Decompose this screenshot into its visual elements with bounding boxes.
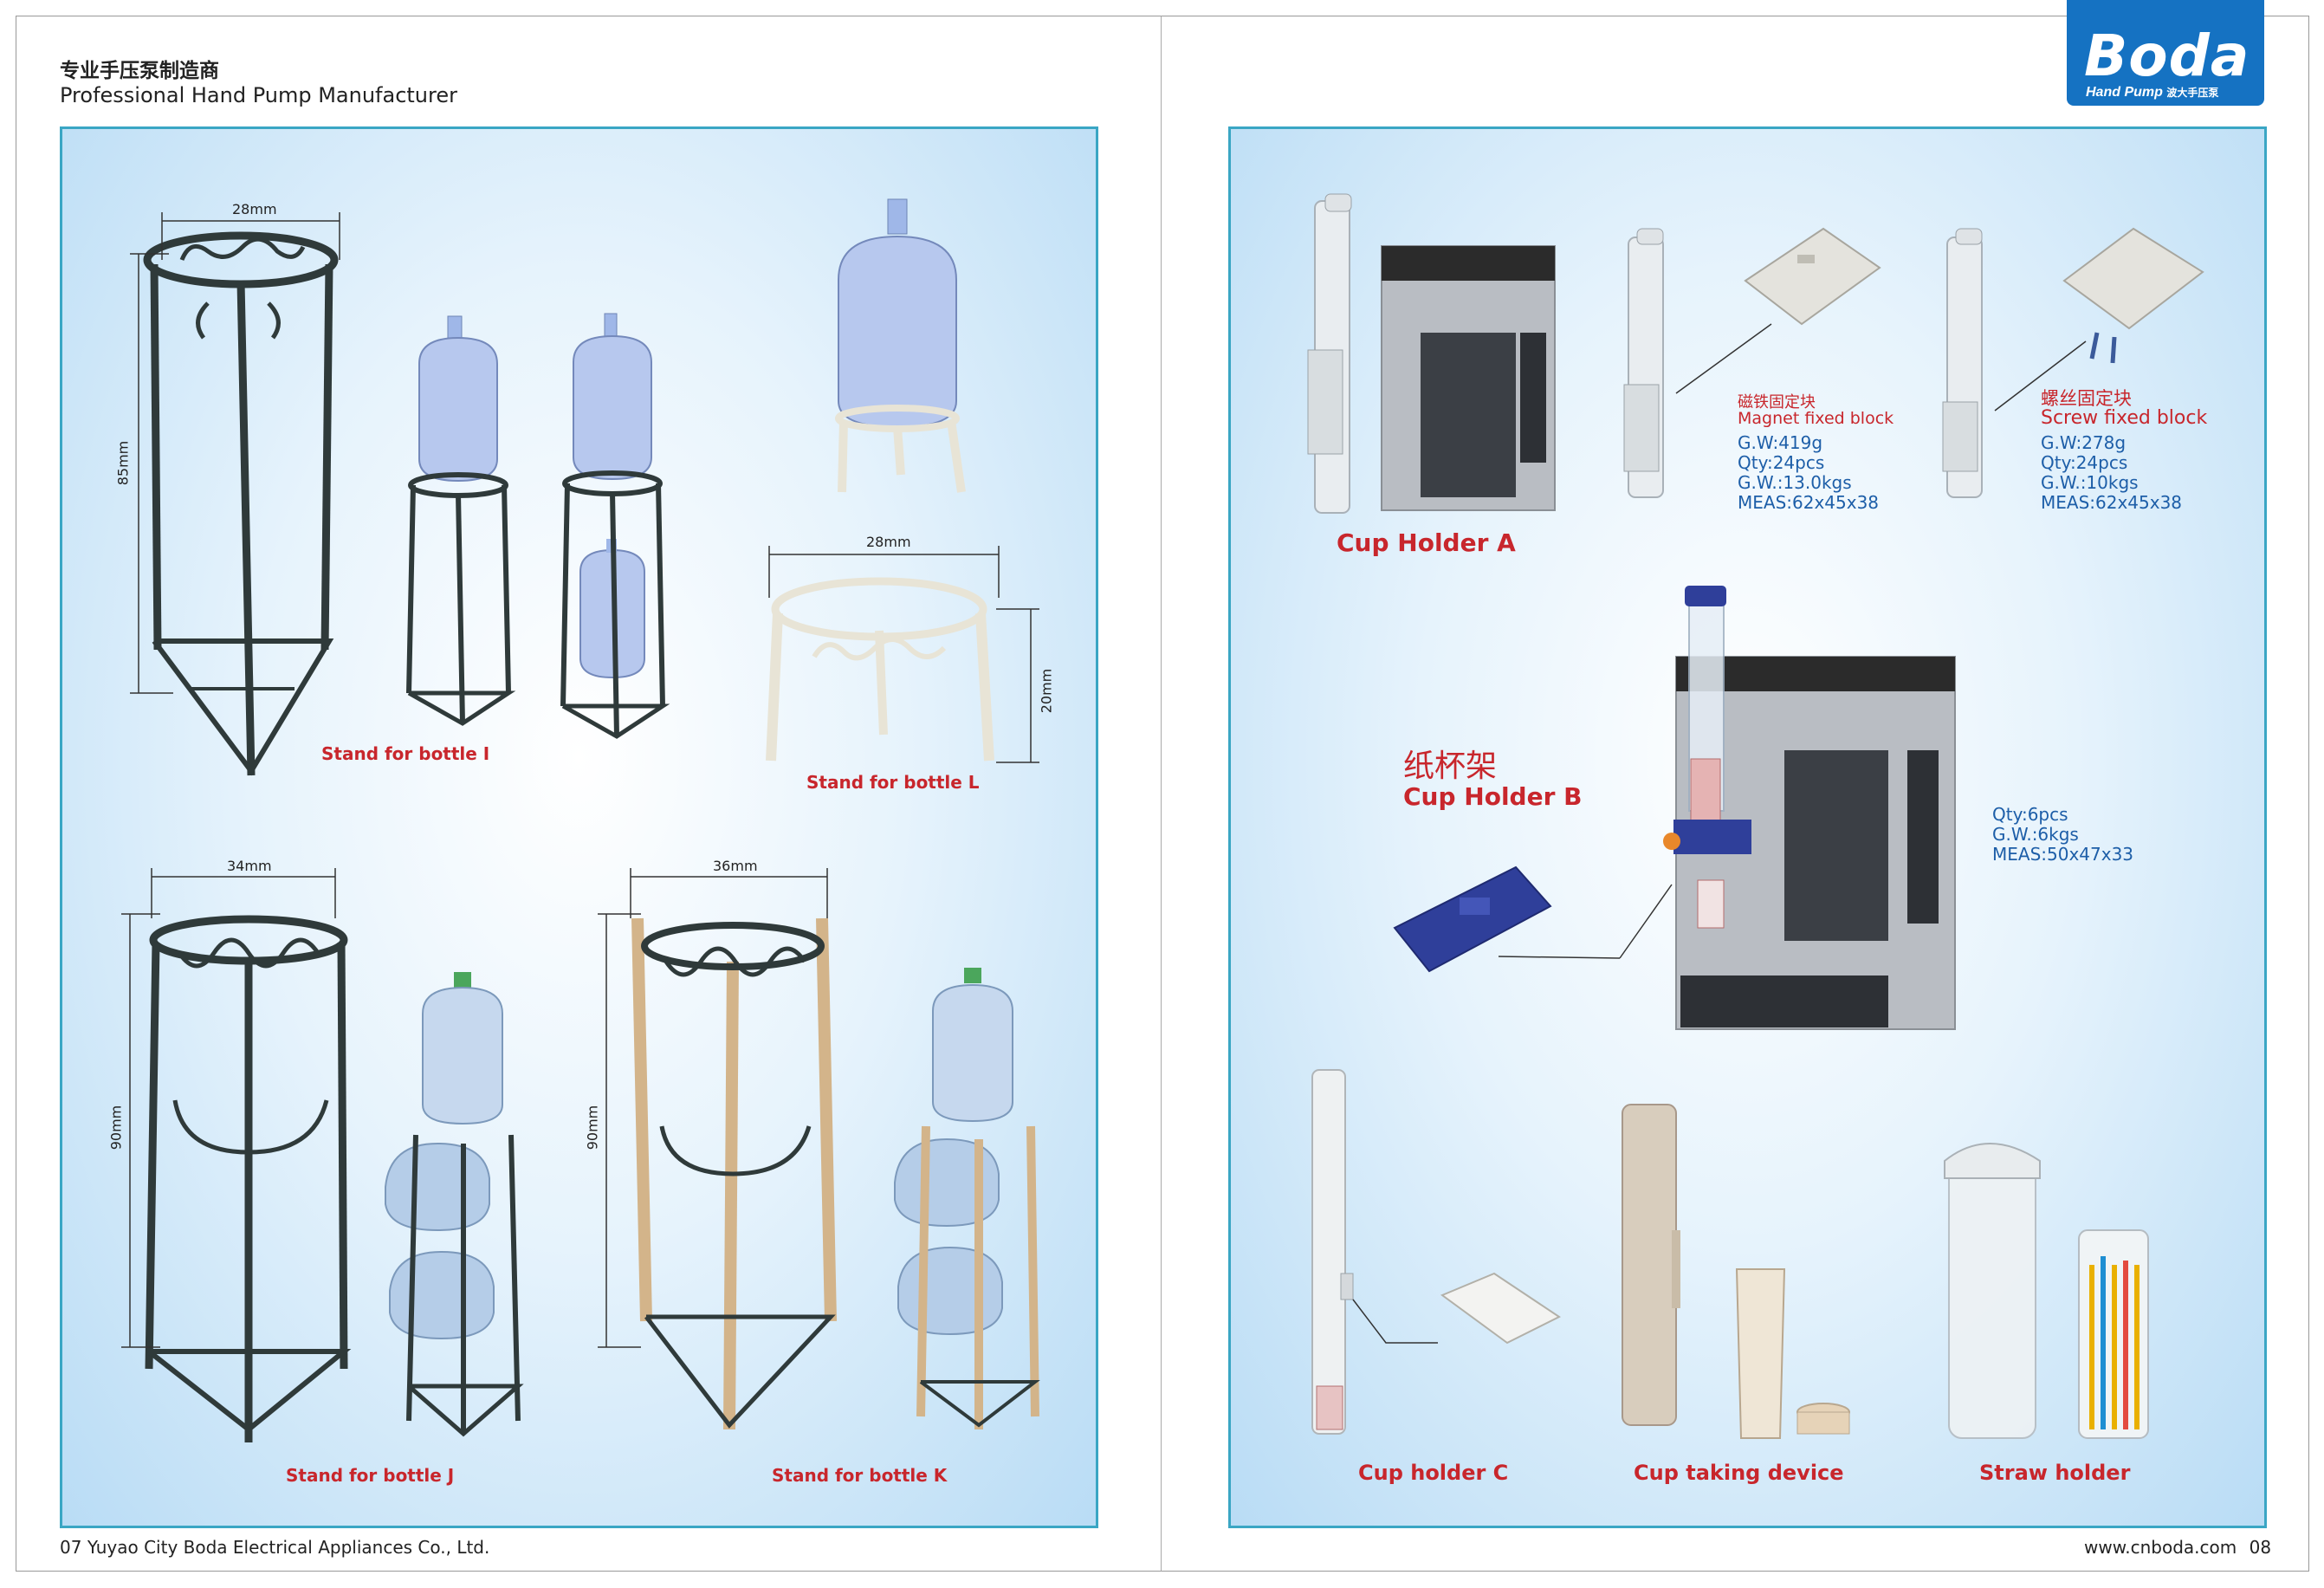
footer-right: www.cnboda.com 08	[2084, 1537, 2271, 1558]
stand-l-height-dim: 20mm	[1038, 668, 1055, 714]
footer-company: Yuyao City Boda Electrical Appliances Co…	[87, 1537, 490, 1558]
stand-l-bottle-image	[835, 198, 966, 493]
right-page-number: 08	[2249, 1537, 2272, 1558]
cup-holder-b-label: Cup Holder B	[1403, 782, 1583, 811]
dimension-lines	[121, 212, 1039, 1348]
stand-i-label: Stand for bottle I	[321, 743, 490, 764]
stand-i-width-dim: 28mm	[232, 201, 277, 217]
cup-holder-b-label-cn: 纸杯架	[1403, 749, 1498, 784]
footer-website[interactable]: www.cnboda.com	[2084, 1537, 2237, 1558]
magnet-gw: G.W:419g	[1738, 432, 1823, 453]
stand-i-with-bottle-image	[406, 315, 516, 726]
cup-holder-b-qty: Qty:6pcs	[1992, 804, 2068, 825]
stand-i-two-bottles-image	[560, 313, 670, 739]
magnet-block-title-cn: 磁铁固定块	[1738, 393, 1816, 412]
cup-holder-a-image	[1307, 193, 1556, 514]
cup-taking-device-label: Cup taking device	[1634, 1461, 1844, 1485]
stand-l-width-dim: 28mm	[866, 534, 911, 550]
cup-holder-b-specs: Qty:6pcs G.W.:6kgs MEAS:50x47x33	[1992, 805, 2133, 865]
screw-block-title-cn: 螺丝固定块	[2041, 388, 2132, 409]
stand-i-image	[143, 231, 339, 776]
screw-fixed-block-image	[1942, 227, 2204, 498]
cup-holder-b-gw: G.W.:6kgs	[1992, 824, 2079, 845]
cup-holder-b-image	[1393, 586, 1956, 1030]
screw-meas: MEAS:62x45x38	[2041, 492, 2183, 513]
screw-gw: G.W:278g	[2041, 432, 2127, 453]
cup-holder-c-label: Cup holder C	[1358, 1461, 1509, 1485]
stand-j-width-dim: 34mm	[227, 858, 272, 874]
cup-holder-a-label: Cup Holder A	[1337, 528, 1516, 557]
logo-sub-en: Hand Pump	[2086, 85, 2163, 100]
right-page-border	[1161, 16, 2309, 1572]
stand-k-with-bottles-image	[894, 968, 1040, 1429]
magnet-block-specs: G.W:419g Qty:24pcs G.W.:13.0kgs MEAS:62x…	[1738, 433, 1879, 513]
stand-k-image	[631, 917, 837, 1430]
screw-block-title-en: Screw fixed block	[2041, 407, 2208, 429]
stand-j-height-dim: 90mm	[107, 1105, 125, 1150]
left-page-number: 07	[60, 1537, 82, 1558]
left-page-border	[16, 16, 1161, 1572]
stand-k-width-dim: 36mm	[713, 858, 758, 874]
screw-block-specs: G.W:278g Qty:24pcs G.W.:10kgs MEAS:62x45…	[2041, 433, 2182, 513]
straw-holder-image	[1944, 1143, 2149, 1439]
magnet-fixed-block-image	[1623, 227, 1881, 498]
magnet-qty: Qty:24pcs	[1738, 452, 1825, 473]
header-title-en: Professional Hand Pump Manufacturer	[60, 83, 457, 107]
brand-logo: Boda Hand Pump 波大手压泵	[2067, 0, 2264, 106]
magnet-meas: MEAS:62x45x38	[1738, 492, 1880, 513]
straw-holder-label: Straw holder	[1979, 1461, 2131, 1485]
stand-j-image	[145, 915, 352, 1442]
screw-gw-total: G.W.:10kgs	[2041, 472, 2139, 493]
footer-left: 07 Yuyao City Boda Electrical Appliances…	[60, 1537, 489, 1558]
logo-sub-cn: 波大手压泵	[2166, 87, 2219, 99]
cup-taking-device-image	[1622, 1104, 1850, 1439]
cup-holder-b-meas: MEAS:50x47x33	[1992, 844, 2134, 865]
magnet-block-title-en: Magnet fixed block	[1738, 409, 1894, 428]
stand-l-image	[766, 577, 994, 762]
logo-brand: Boda	[2084, 23, 2250, 89]
stand-k-height-dim: 90mm	[584, 1105, 601, 1150]
stand-j-with-bottles-image	[385, 972, 524, 1437]
stand-i-height-dim: 85mm	[114, 440, 132, 486]
logo-sub: Hand Pump 波大手压泵	[2086, 85, 2218, 100]
magnet-gw-total: G.W.:13.0kgs	[1738, 472, 1852, 493]
stand-l-label: Stand for bottle L	[806, 772, 980, 793]
stand-k-label: Stand for bottle K	[772, 1465, 948, 1486]
screw-qty: Qty:24pcs	[2041, 452, 2128, 473]
stand-j-label: Stand for bottle J	[286, 1465, 455, 1486]
cup-holder-c-image	[1311, 1069, 1561, 1435]
header-title-cn: 专业手压泵制造商	[60, 60, 219, 82]
